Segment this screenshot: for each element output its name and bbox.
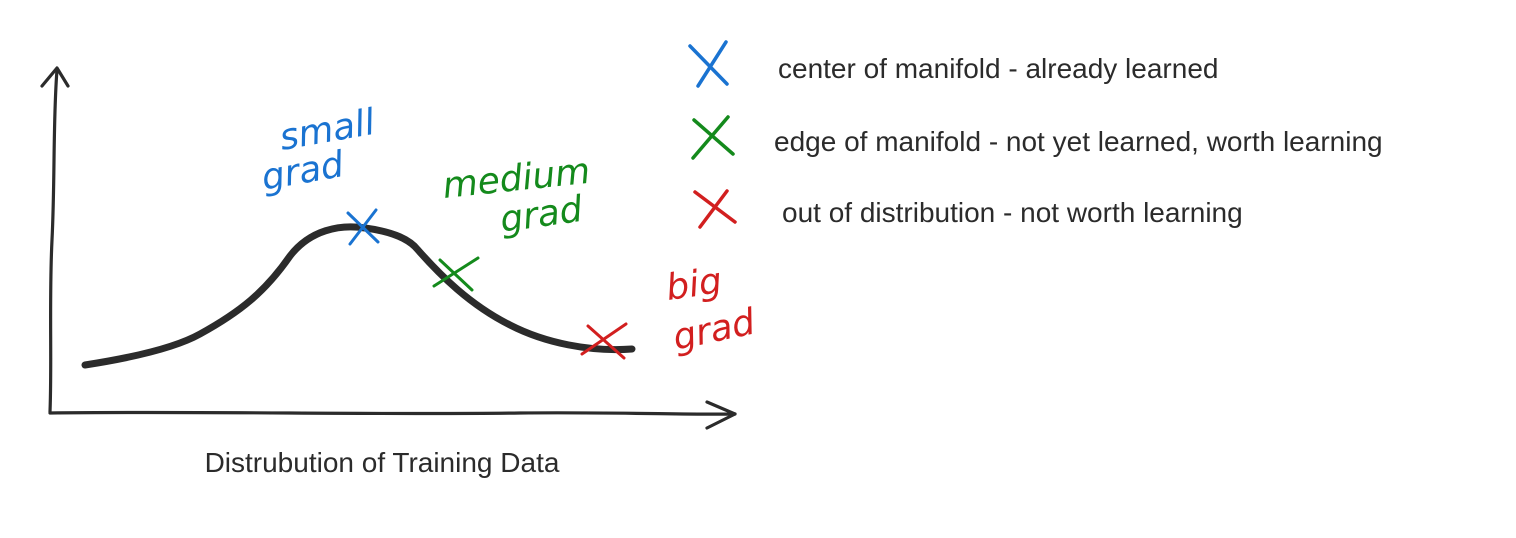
- y-axis-line: [48, 68, 59, 414]
- x-axis-line: [48, 410, 737, 416]
- center-marker: [346, 208, 380, 246]
- legend-item-edge: edge of manifold - not yet learned, wort…: [691, 115, 1383, 160]
- x-mark-icon: [346, 208, 380, 246]
- ood-marker: [580, 322, 628, 360]
- annotation-big-grad: big grad: [664, 261, 760, 359]
- x-mark-icon: [580, 322, 628, 360]
- axes: [40, 66, 737, 430]
- annotation-small-grad: small grad: [258, 102, 378, 199]
- x-mark-icon: [691, 115, 735, 160]
- legend-item-center: center of manifold - already learned: [688, 40, 1218, 88]
- x-mark-icon: [688, 40, 729, 88]
- x-mark-icon: [693, 189, 737, 229]
- legend-item-ood: out of distribution - not worth learning: [693, 189, 1243, 229]
- x-axis-label: Distrubution of Training Data: [205, 447, 560, 478]
- legend-label-ood: out of distribution - not worth learning: [782, 197, 1243, 228]
- annotation-small-line2: grad: [258, 144, 348, 199]
- y-axis-arrowhead-icon: [40, 66, 70, 88]
- legend: center of manifold - already learned edg…: [688, 40, 1383, 229]
- annotation-big-line1: big: [664, 261, 725, 309]
- distribution-curve: [81, 223, 636, 369]
- annotation-medium-grad: medium grad: [441, 151, 592, 241]
- edge-marker: [432, 256, 480, 292]
- legend-label-center: center of manifold - already learned: [778, 53, 1218, 84]
- legend-label-edge: edge of manifold - not yet learned, wort…: [774, 126, 1383, 157]
- x-axis-arrowhead-icon: [705, 400, 737, 430]
- x-mark-icon: [432, 256, 480, 292]
- annotation-big-line2: grad: [669, 301, 759, 359]
